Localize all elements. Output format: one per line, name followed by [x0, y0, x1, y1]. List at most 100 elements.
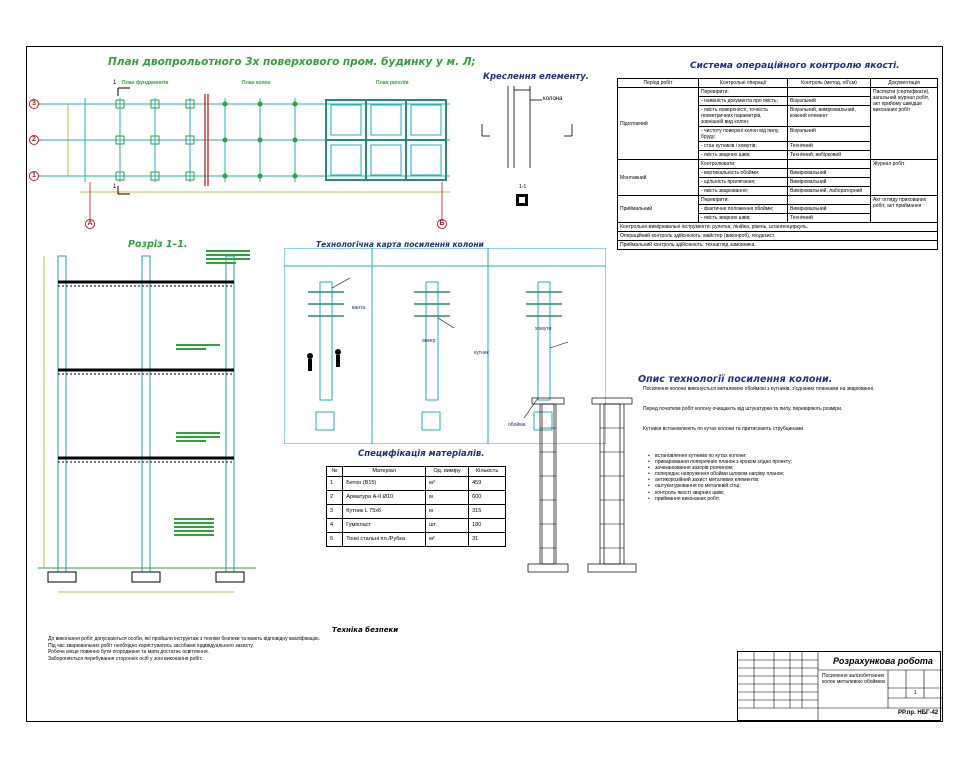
description-bullet: антикорозійний захист металевих елементі…	[647, 477, 937, 483]
control-footnote-row: Контрольно-вимірювальні інструменти: рул…	[617, 222, 938, 232]
tech-notes-paragraph: Забороняється перебування сторонніх осіб…	[48, 655, 203, 662]
control-cell: Вимірювальний, лабораторний	[787, 186, 871, 196]
control-cell: Візуальний	[787, 126, 871, 142]
control-footnote-row: Приймальний контроль здійснюють: технагл…	[617, 240, 938, 250]
spec-cell: Гуміпласт	[342, 518, 427, 533]
control-cell	[787, 159, 871, 169]
description-bullet: приймання виконаних робіт.	[647, 496, 937, 502]
control-header-cell: Контроль (метод, об'єм)	[787, 78, 871, 88]
element-section-mark: 1-1	[519, 184, 527, 190]
description-paragraph: Кутники встановлюють по кутах колони та …	[643, 426, 805, 432]
plan-subtitle-foundations: План фундаментів	[122, 80, 169, 86]
control-footnote: Контрольно-вимірювальні інструменти: рул…	[617, 222, 938, 232]
control-cell: - фактичне положення обойми;	[698, 204, 788, 214]
stamp-title: Розрахункова робота	[833, 656, 933, 666]
section-drawing	[38, 250, 256, 593]
drawing-frame	[26, 46, 943, 722]
tech-notes: До виконання робіт допускаються особи, я…	[40, 636, 736, 662]
spec-cell: 3	[325, 504, 344, 519]
techmap-label-4: обойма	[508, 422, 526, 428]
spec-header-cell: Од. виміру	[425, 466, 470, 477]
control-table: Період робіт Контрольні операції Контрол…	[617, 78, 938, 250]
control-cell: - якість зварних швів;	[698, 213, 788, 223]
control-row: - чистоту поверхні колон від пилу, бруду…	[618, 126, 938, 142]
title-block: Розрахункова робота Посилення залізобето…	[737, 651, 942, 722]
stamp-sheet: 1	[914, 690, 917, 696]
axis-col-b: Б	[437, 219, 447, 229]
description-bullet: встановлення кутників по кутах колони;	[647, 453, 937, 459]
plan-drawing	[34, 87, 450, 220]
section-mark-top: 1	[113, 80, 117, 86]
control-footnote: Операційний контроль здійснюють: майстер…	[617, 231, 938, 241]
control-cell: Технічний, вибірковий	[787, 150, 871, 160]
control-period: Підготовчий	[617, 87, 699, 160]
control-header-row: Період робіт Контрольні операції Контрол…	[617, 78, 938, 88]
spec-cell: Кутник L 75x6	[342, 504, 427, 519]
control-cell: Контролювати:	[698, 159, 788, 169]
control-cell: Технічний	[787, 141, 871, 151]
control-cell: Перевірити:	[698, 87, 788, 97]
tech-notes-title: Техніка безпеки	[332, 626, 399, 634]
control-doc: Журнал робіт	[870, 159, 938, 196]
spec-cell: 459	[468, 476, 506, 491]
control-cell	[787, 87, 871, 97]
techmap-drawing	[284, 248, 606, 444]
spec-cell: 4	[325, 518, 344, 533]
plan-subtitle-columns: План колон	[242, 80, 271, 86]
description-bullet: попереднє напруження обойми шляхом нагрі…	[647, 471, 937, 477]
control-doc: Акт огляду прихованих робіт, акт прийман…	[870, 195, 938, 223]
spec-cell: м	[425, 490, 470, 505]
control-cell: - якість зварних швів;	[698, 150, 788, 160]
spec-cell: 600	[468, 490, 506, 505]
section-mark-bottom: 1	[113, 184, 117, 190]
control-doc: Паспорти (сертифікати), загальний журнал…	[870, 87, 938, 160]
control-cell: Вимірювальний	[787, 177, 871, 187]
control-cell: - якість поверхності, точність геометрич…	[698, 105, 788, 127]
description-title: Опис технології посилення колони.	[638, 374, 833, 385]
stamp-subject: Посилення залізобетонних колон металевою…	[822, 673, 886, 685]
plan-subtitle-girders: План ригелів	[376, 80, 409, 86]
spec-cell: 2	[325, 490, 344, 505]
control-header-cell: Документація	[870, 78, 938, 88]
spec-cell: Арматура А-ІІ Ø10	[342, 490, 427, 505]
spec-cell: Тонкі стальні пл./Рубка	[342, 532, 427, 547]
axis-row-1: 1	[29, 171, 39, 181]
section-title: Розріз 1–1.	[128, 239, 188, 250]
control-cell: Візуальний, вимірювальний, кожний елемен…	[787, 105, 871, 127]
description-drawing	[527, 397, 637, 573]
description-paragraph: Перед початком робіт колону очищають від…	[643, 406, 843, 412]
tech-notes-paragraph: Робоче місце повинно бути огороджене та …	[48, 649, 209, 655]
spec-cell: м	[425, 504, 470, 519]
control-period: Приймальний	[617, 195, 699, 223]
control-period: Монтажний	[617, 159, 699, 196]
control-cell: - вертикальність обойми;	[698, 168, 788, 178]
control-cell: - щільність прилягання;	[698, 177, 788, 187]
control-cell: - чистоту поверхні колон від пилу, бруду…	[698, 126, 788, 142]
spec-cell: 315	[468, 504, 506, 519]
control-header-cell: Період робіт	[617, 78, 699, 88]
control-cell: Перевірити:	[698, 195, 788, 205]
control-cell: Вимірювальний	[787, 168, 871, 178]
techmap-label-3: кутник	[474, 350, 489, 356]
description-bullet: приварювання поперечних планок з кроком …	[647, 459, 937, 465]
control-header-cell: Контрольні операції	[698, 78, 788, 88]
control-footnote-row: Операційний контроль здійснюють: майстер…	[617, 231, 938, 241]
axis-col-a: А	[85, 219, 95, 229]
description-bullet: контроль якості зварних швів;	[647, 490, 937, 496]
techmap-label-0: ванта	[352, 305, 366, 311]
spec-header-row: № Матеріал Од. виміру Кількість	[325, 466, 506, 477]
spec-cell: 5	[325, 532, 344, 547]
spec-header-cell: Матеріал	[342, 466, 427, 477]
plan-title: План двопрольотного 3х поверхового пром.…	[108, 56, 476, 68]
element-title: Креслення елементу.	[483, 72, 590, 82]
control-cell: Візуальний	[787, 96, 871, 106]
spec-cell: Бетон (В15)	[342, 476, 427, 491]
